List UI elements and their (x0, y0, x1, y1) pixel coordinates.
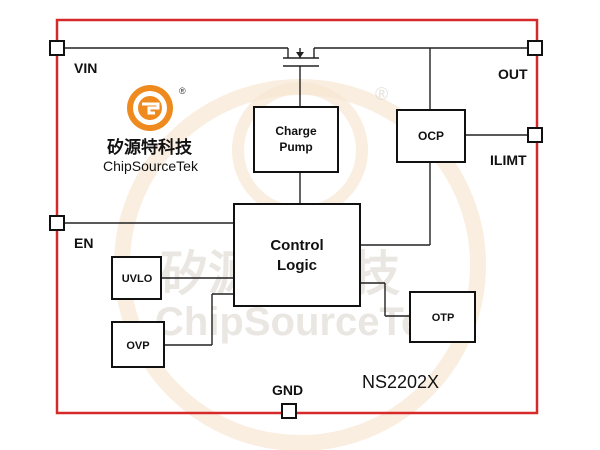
gnd-pin (281, 403, 297, 419)
ilimt-pin (527, 127, 543, 143)
wiring (64, 47, 528, 346)
control-logic-label-2: Logic (277, 257, 317, 274)
ocp-label: OCP (418, 129, 444, 143)
vin-pin (49, 40, 65, 56)
control-logic-block (233, 203, 361, 307)
charge-pump-block (253, 106, 339, 173)
brand-logo-icon (127, 85, 173, 131)
ocp-block (396, 109, 466, 163)
brand-name-cn: 矽源特科技 (107, 137, 193, 158)
en-label: EN (74, 235, 93, 251)
watermark-en: ChipSourceTek (155, 300, 446, 344)
otp-label: OTP (432, 312, 455, 324)
ilimt-label: ILIMT (490, 152, 527, 168)
gnd-label: GND (272, 382, 303, 398)
otp-block (409, 291, 476, 343)
en-pin (49, 215, 65, 231)
brand-name-en: ChipSourceTek (103, 158, 199, 174)
brand-registered: ® (179, 86, 186, 96)
watermark-registered: ® (375, 84, 388, 104)
out-label: OUT (498, 66, 528, 82)
uvlo-label: UVLO (122, 273, 153, 285)
uvlo-block (111, 256, 162, 300)
out-pin (527, 40, 543, 56)
charge-pump-label-1: Charge (275, 124, 317, 138)
mosfet-arrow (296, 52, 304, 58)
ovp-label: OVP (126, 340, 149, 352)
vin-label: VIN (74, 60, 97, 76)
ovp-block (111, 321, 165, 368)
charge-pump-label-2: Pump (279, 140, 312, 154)
control-logic-label-1: Control (270, 237, 323, 254)
part-number: NS2202X (362, 372, 439, 392)
